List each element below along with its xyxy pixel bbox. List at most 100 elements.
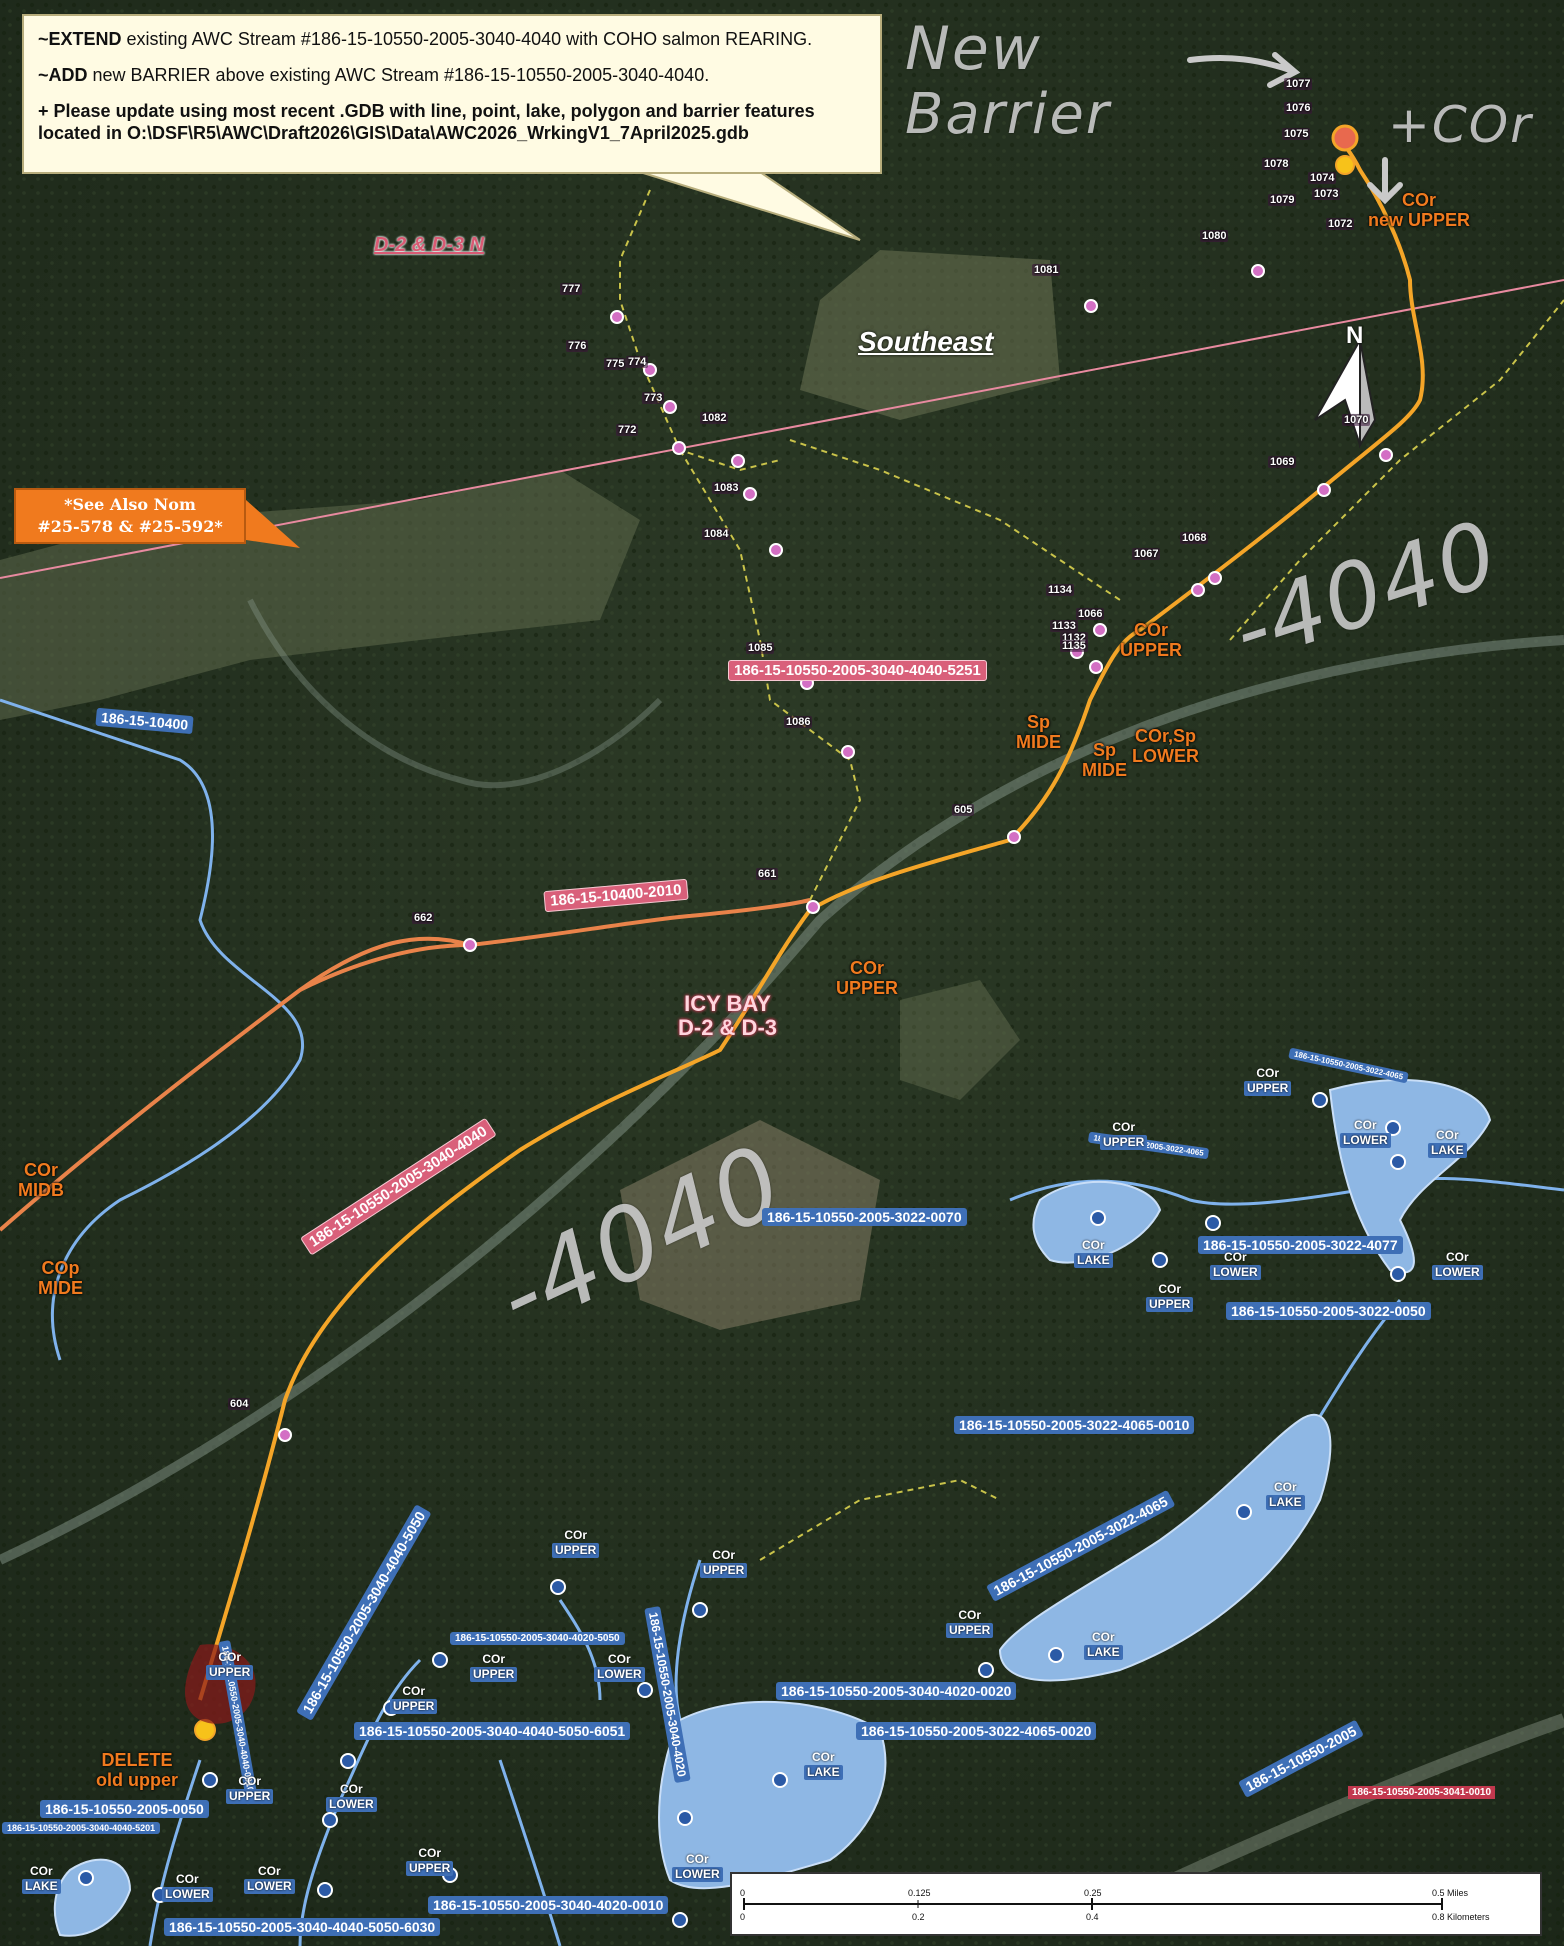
scale-mi-025: 0.25 [1084, 1888, 1102, 1898]
point-label-1066: 1066 [1076, 608, 1105, 620]
stream-10400-2010-west [0, 936, 471, 1232]
fish-label-extent: LOWER [594, 1667, 645, 1682]
trail-northeast [1229, 299, 1564, 641]
lake-3022-4065-lower [998, 1413, 1332, 1682]
code-4040-5201: 186-15-10550-2005-3040-4040-5201 [2, 1822, 161, 1834]
see-also-box: *See Also Nom #25-578 & #25-592* [14, 488, 246, 544]
code-3022-0050: 186-15-10550-2005-3022-0050 [1226, 1302, 1431, 1320]
point-label-text: 1068 [1180, 532, 1209, 544]
point-label-text: 1084 [702, 528, 731, 540]
fish-label-species: COr [418, 1846, 441, 1860]
fish-label-extent: LOWER [1210, 1265, 1261, 1280]
point-label-text: 1086 [784, 716, 813, 728]
fish-label-extent: UPPER [1146, 1297, 1194, 1312]
fish-label-species: COr [1354, 1118, 1377, 1132]
point-label-1073: 1073 [1312, 188, 1341, 200]
trail-east [789, 439, 1121, 601]
point-label-text: 1085 [746, 642, 775, 654]
fish-label-species: COr [30, 1864, 53, 1878]
scale-mi-05: 0.5 Miles [1432, 1888, 1469, 1898]
point-label-text: 777 [560, 283, 583, 295]
code-3022-4065-0020: 186-15-10550-2005-3022-4065-0020 [856, 1722, 1097, 1740]
lake-southwest [53, 1858, 132, 1937]
fish-label-extent: UPPER [700, 1563, 748, 1578]
sample-points [278, 264, 1393, 1442]
stream-10400-2010 [299, 898, 811, 992]
point-label-text: 775 [604, 358, 627, 370]
point-label-1067: 1067 [1132, 548, 1161, 560]
point-label-1069: 1069 [1268, 456, 1297, 468]
point-label-text: 605 [952, 804, 975, 816]
code-4020-5050: 186-15-10550-2005-3040-4020-5050 [450, 1632, 625, 1645]
note-update-gdb: + Please update using most recent .GDB w… [38, 101, 815, 143]
fish-label-species: COr [712, 1548, 735, 1562]
note-extend: ~EXTEND existing AWC Stream #186-15-1055… [38, 29, 813, 49]
fish-label-extent: LAKE [22, 1879, 61, 1894]
fish-markers [78, 1092, 1406, 1928]
point-label-605: 605 [952, 804, 975, 816]
see-also-line1: *See Also Nom [64, 495, 196, 514]
handwriting-arrow-cor [1367, 157, 1403, 205]
point-label-text: 1082 [700, 412, 729, 424]
point-label-text: 1080 [1200, 230, 1229, 242]
fish-label-extent: LAKE [1266, 1495, 1305, 1510]
point-label-text: 604 [228, 1398, 251, 1410]
code-4040-5050-6051: 186-15-10550-2005-3040-4040-5050-6051 [354, 1722, 631, 1740]
new-upper-marker[interactable] [1335, 155, 1355, 175]
fish-label-species: COr [1446, 1250, 1469, 1264]
point-label-text: 1074 [1308, 172, 1337, 184]
scale-mi-0: 0 [740, 1888, 746, 1898]
handwriting-arrow-barrier [1187, 52, 1301, 88]
fish-label-species: COr [812, 1750, 835, 1764]
fish-label-species: COr [608, 1652, 631, 1666]
fish-label-extent: LOWER [1340, 1133, 1391, 1148]
point-label-773: 773 [642, 392, 665, 404]
point-label-text: 1079 [1268, 194, 1297, 206]
fish-label-extent: UPPER [1100, 1135, 1148, 1150]
fish-label-extent: LOWER [672, 1867, 723, 1882]
fish-label-species: COr [176, 1872, 199, 1886]
point-label-1081: 1081 [1032, 264, 1061, 276]
point-label-774: 774 [626, 356, 649, 368]
scale-km-0: 0 [740, 1912, 746, 1922]
fish-label-extent: LOWER [326, 1797, 377, 1812]
point-label-1068: 1068 [1180, 532, 1209, 544]
new-barrier-marker[interactable] [1331, 124, 1359, 152]
fish-label-species: COr [1082, 1238, 1105, 1252]
point-label-661: 661 [756, 868, 779, 880]
lake-4020 [658, 1700, 887, 1890]
code-2005-0050: 186-15-10550-2005-0050 [40, 1800, 209, 1818]
point-label-1076: 1076 [1284, 102, 1313, 114]
point-label-662: 662 [412, 912, 435, 924]
stream-10400 [0, 698, 304, 1361]
point-label-text: 776 [566, 340, 589, 352]
fish-label-species: COr [402, 1684, 425, 1698]
point-label-1078: 1078 [1262, 158, 1291, 170]
road-main [0, 635, 1564, 1565]
point-label-1086: 1086 [784, 716, 813, 728]
point-label-text: 1067 [1132, 548, 1161, 560]
fish-label-extent: UPPER [1244, 1081, 1292, 1096]
point-label-1084: 1084 [702, 528, 731, 540]
fish-label-species: COr [564, 1528, 587, 1542]
point-label-text: 772 [616, 424, 639, 436]
fish-label-species: COr [1158, 1282, 1181, 1296]
point-label-1079: 1079 [1268, 194, 1297, 206]
